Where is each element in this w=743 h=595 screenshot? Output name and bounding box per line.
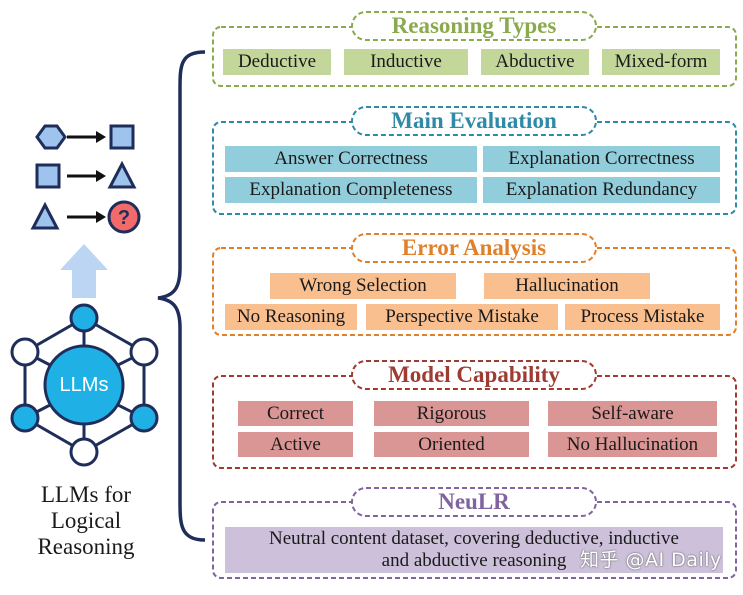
section-title-model-capability: Model Capability xyxy=(388,362,560,387)
cell-bg-main-evaluation-2 xyxy=(225,177,477,203)
cell-error-analysis-perspective-mistake: Perspective Mistake xyxy=(385,306,539,327)
caption-line-2: Logical xyxy=(50,508,122,533)
section-title-main-evaluation: Main Evaluation xyxy=(391,108,557,133)
cell-main-evaluation-answer-correctness: Answer Correctness xyxy=(274,148,428,169)
network-hub-icon xyxy=(10,303,159,467)
cell-reasoning-types-mixed-form: Mixed-form xyxy=(614,51,708,72)
caption-line-1: LLMs for xyxy=(40,482,132,507)
square-icon xyxy=(109,124,135,150)
cell-error-analysis-wrong-selection: Wrong Selection xyxy=(299,275,427,296)
cell-error-analysis-no-reasoning: No Reasoning xyxy=(236,306,346,327)
cell-bg-model-capability-1 xyxy=(374,401,529,426)
cell-bg-reasoning-types-0 xyxy=(223,49,331,75)
cell-model-capability-self-aware: Self-aware xyxy=(591,402,674,424)
hexagon-icon xyxy=(35,124,67,150)
caption-line-3: Reasoning xyxy=(37,534,135,559)
cell-error-analysis-hallucination: Hallucination xyxy=(515,275,619,296)
cell-reasoning-types-deductive: Deductive xyxy=(237,51,317,72)
arrow-up-icon xyxy=(60,244,108,298)
arrow-right-icon xyxy=(67,170,106,182)
cell-model-capability-rigorous: Rigorous xyxy=(416,402,487,424)
square-icon xyxy=(35,163,61,189)
triangle-icon xyxy=(107,160,137,189)
sections-layer xyxy=(212,11,737,579)
cell-bg-main-evaluation-3 xyxy=(483,177,720,203)
cell-main-evaluation-explanation-completeness: Explanation Completeness xyxy=(249,179,453,200)
watermark: 知乎 @AI Daily xyxy=(580,549,722,571)
cell-model-capability-active: Active xyxy=(270,433,321,455)
cell-bg-error-analysis-4 xyxy=(565,304,720,330)
cell-bg-error-analysis-2 xyxy=(225,304,357,330)
arrow-right-icon xyxy=(67,211,106,223)
cell-bg-main-evaluation-1 xyxy=(483,146,720,172)
arrow-right-icon xyxy=(67,131,106,143)
cell-neulr: Neutral content dataset, covering deduct… xyxy=(225,527,723,573)
section-title-pill-model-capability xyxy=(351,360,597,390)
section-title-pill-neulr xyxy=(351,487,597,517)
neulr-description-line: Neutral content dataset, covering deduct… xyxy=(269,528,679,549)
section-box-reasoning-types xyxy=(212,26,737,87)
cell-model-capability-no-hallucination: No Hallucination xyxy=(566,433,699,455)
hub-label: LLMs xyxy=(59,373,109,396)
cell-model-capability-correct: Correct xyxy=(267,402,324,424)
neulr-description-line: and abductive reasoning xyxy=(381,550,567,571)
cell-main-evaluation-explanation-correctness: Explanation Correctness xyxy=(508,148,695,169)
cell-bg-reasoning-types-1 xyxy=(344,49,468,75)
section-title-pill-error-analysis xyxy=(351,233,597,263)
cell-main-evaluation-explanation-redundancy: Explanation Redundancy xyxy=(505,179,698,200)
cell-bg-model-capability-2 xyxy=(548,401,717,426)
cell-bg-model-capability-4 xyxy=(374,432,529,457)
section-title-reasoning-types: Reasoning Types xyxy=(391,13,557,38)
cell-reasoning-types-abductive: Abductive xyxy=(495,51,575,72)
triangle-icon xyxy=(30,201,60,230)
section-title-error-analysis: Error Analysis xyxy=(401,235,547,260)
question-circle-icon xyxy=(107,200,141,234)
cell-reasoning-types-inductive: Inductive xyxy=(370,51,442,72)
cell-bg-model-capability-3 xyxy=(238,432,353,457)
section-title-neulr: NeuLR xyxy=(438,489,510,514)
section-box-error-analysis xyxy=(212,247,737,336)
cell-bg-model-capability-5 xyxy=(548,432,717,457)
cell-bg-reasoning-types-3 xyxy=(602,49,720,75)
cell-error-analysis-process-mistake: Process Mistake xyxy=(580,306,705,327)
curly-brace xyxy=(157,50,206,542)
cell-bg-error-analysis-0 xyxy=(270,273,456,299)
cell-bg-error-analysis-3 xyxy=(366,304,558,330)
cell-bg-reasoning-types-2 xyxy=(481,49,589,75)
question-mark: ? xyxy=(118,207,130,229)
section-title-pill-main-evaluation xyxy=(351,106,597,136)
cell-bg-main-evaluation-0 xyxy=(225,146,477,172)
cell-bg-error-analysis-1 xyxy=(484,273,650,299)
cell-bg-model-capability-0 xyxy=(238,401,353,426)
cell-model-capability-oriented: Oriented xyxy=(418,433,485,455)
section-title-pill-reasoning-types xyxy=(351,11,597,41)
left-illustration: ? xyxy=(10,50,206,542)
cell-bg-neulr-0 xyxy=(225,527,723,573)
